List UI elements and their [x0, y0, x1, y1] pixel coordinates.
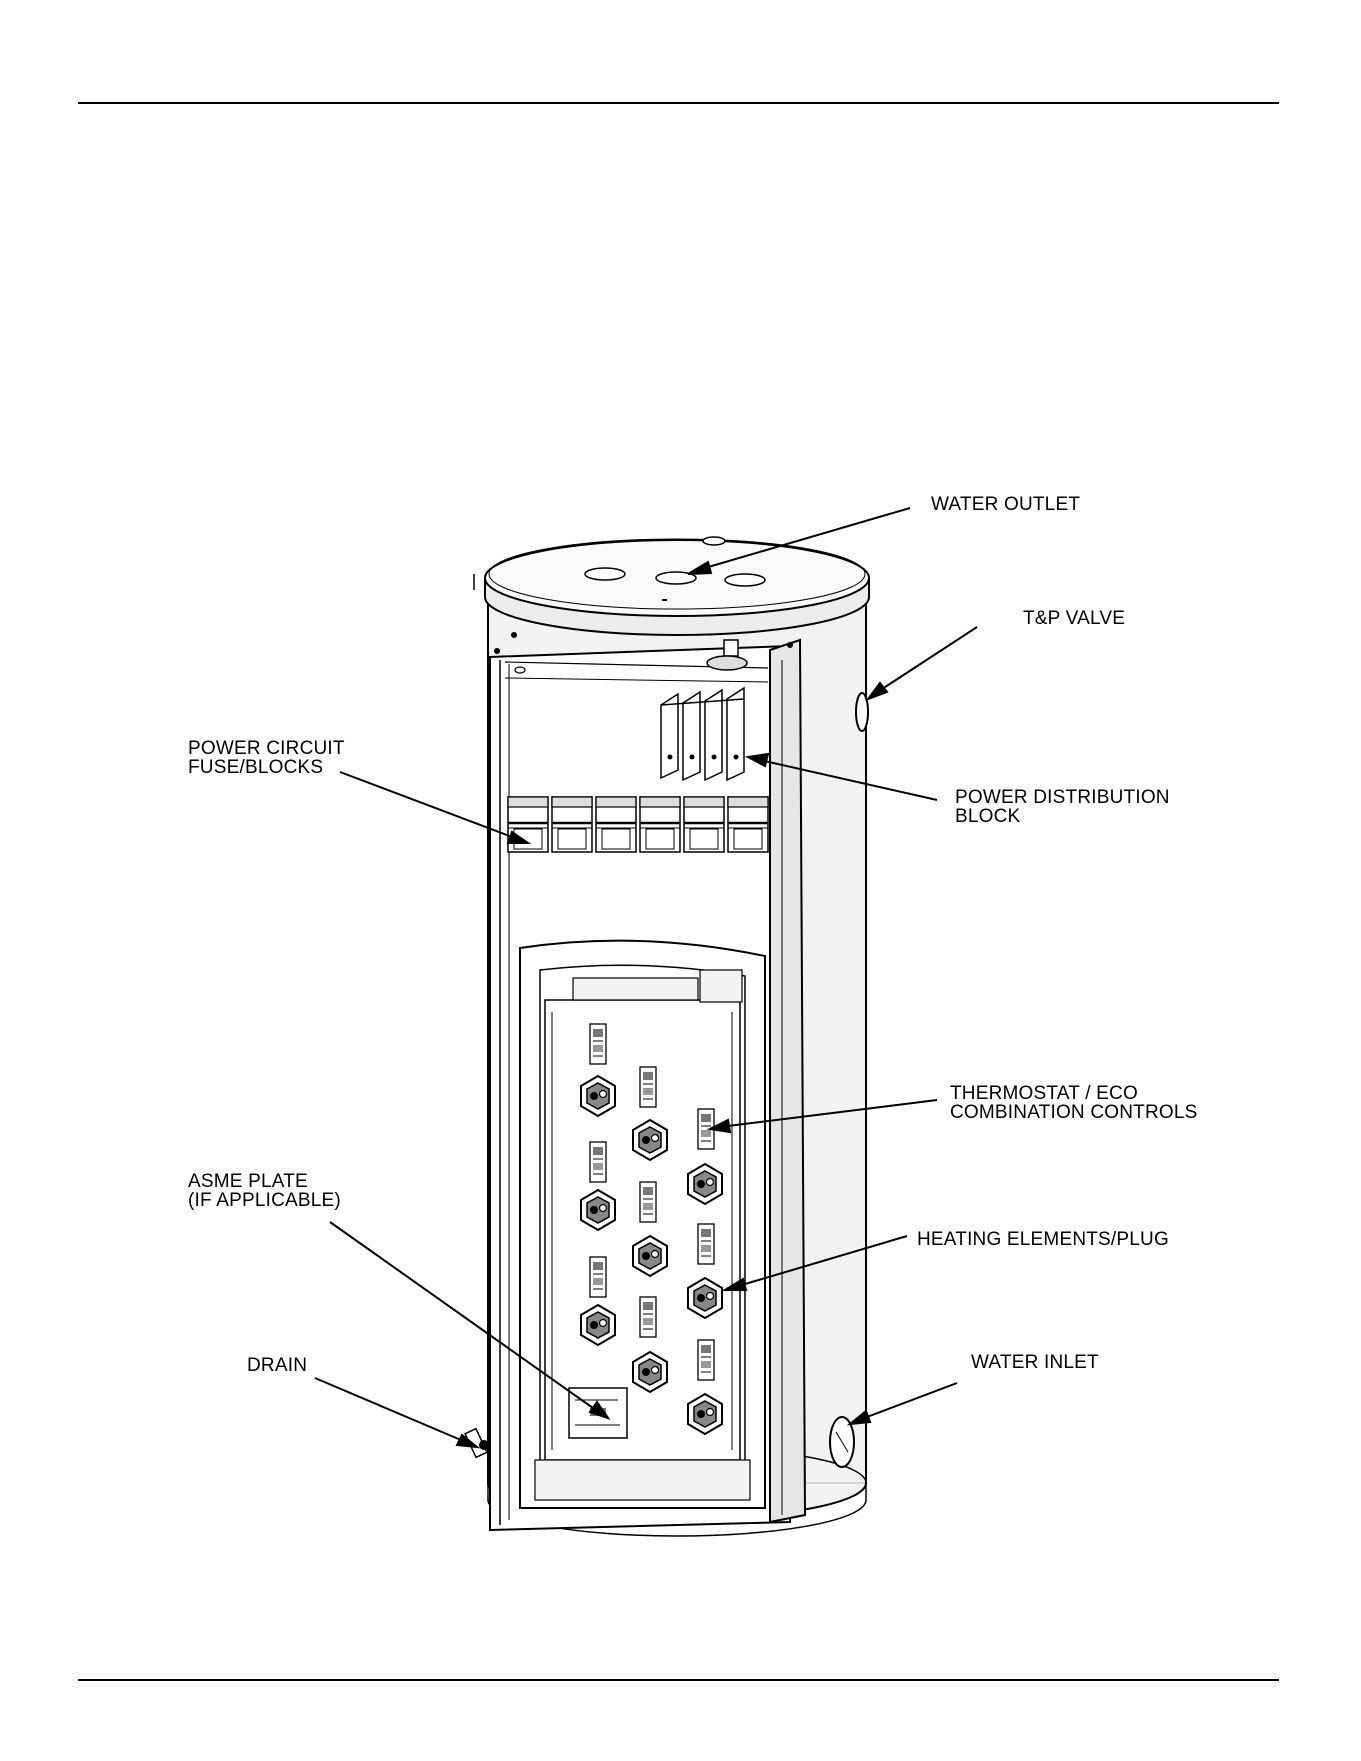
callout-power-distribution-line2: BLOCK: [955, 807, 1170, 826]
callout-water-inlet-line1: WATER INLET: [971, 1353, 1099, 1372]
callout-heating-elements-line1: HEATING ELEMENTS/PLUG: [917, 1230, 1169, 1249]
callout-water-outlet-line1: WATER OUTLET: [931, 495, 1080, 514]
callout-thermostat-eco-line1: THERMOSTAT / ECO: [950, 1084, 1198, 1103]
callout-power-distribution-line1: POWER DISTRIBUTION: [955, 788, 1170, 807]
callout-power-distribution: POWER DISTRIBUTION BLOCK: [955, 788, 1170, 826]
callout-power-circuit: POWER CIRCUIT FUSE/BLOCKS: [188, 739, 345, 777]
callout-heating-elements: HEATING ELEMENTS/PLUG: [917, 1230, 1169, 1249]
callout-drain: DRAIN: [247, 1356, 307, 1375]
callout-asme-plate-line1: ASME PLATE: [188, 1172, 341, 1191]
callout-water-outlet: WATER OUTLET: [931, 495, 1080, 514]
callout-asme-plate-line2: (IF APPLICABLE): [188, 1191, 341, 1210]
callout-power-circuit-line1: POWER CIRCUIT: [188, 739, 345, 758]
callout-power-circuit-line2: FUSE/BLOCKS: [188, 758, 345, 777]
callout-asme-plate: ASME PLATE (IF APPLICABLE): [188, 1172, 341, 1210]
callout-thermostat-eco-line2: COMBINATION CONTROLS: [950, 1103, 1198, 1122]
callout-water-inlet: WATER INLET: [971, 1353, 1099, 1372]
callout-tp-valve: T&P VALVE: [1023, 609, 1125, 628]
callout-tp-valve-line1: T&P VALVE: [1023, 609, 1125, 628]
callout-thermostat-eco: THERMOSTAT / ECO COMBINATION CONTROLS: [950, 1084, 1198, 1122]
callout-drain-line1: DRAIN: [247, 1356, 307, 1375]
